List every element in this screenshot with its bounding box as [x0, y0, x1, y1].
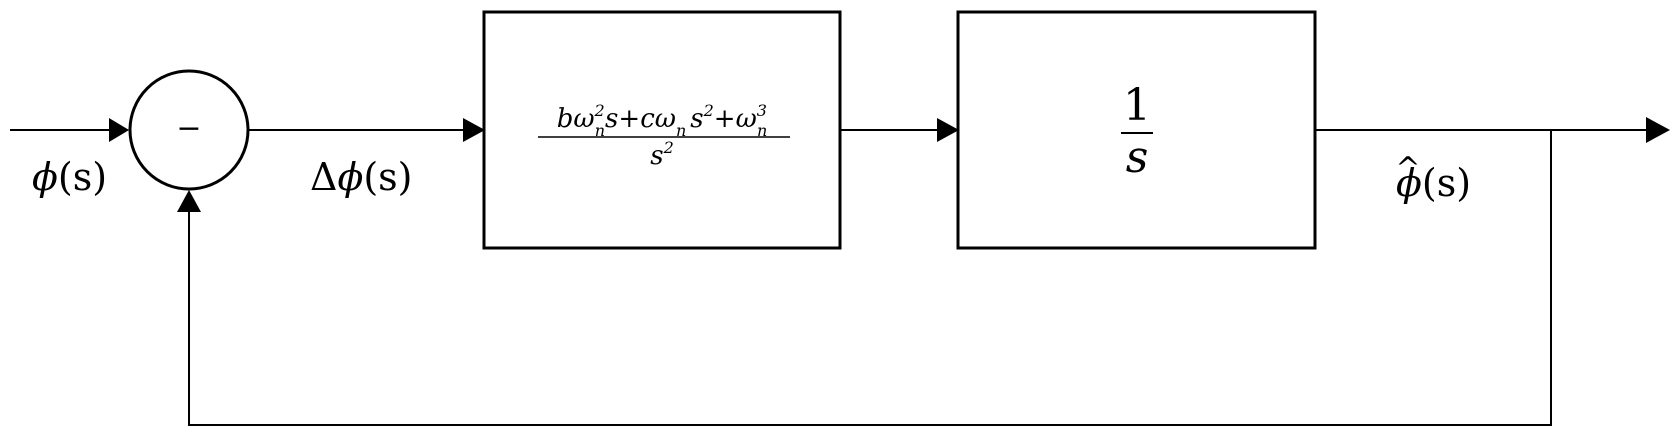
feedback-wire: [188, 130, 1552, 426]
input-label-var: ϕ: [32, 155, 58, 199]
controller-output-arrowhead: [937, 118, 959, 142]
output-arrowhead: [1646, 117, 1670, 143]
input-arrowhead: [109, 118, 129, 142]
integrator-denominator: s: [1126, 132, 1149, 183]
error-label-var: ϕ: [337, 155, 363, 199]
output-label-hat: ^: [1395, 151, 1420, 186]
input-label: ϕ(s): [32, 155, 107, 199]
input-label-args: (s): [58, 155, 107, 199]
summing-junction-sign: −: [176, 111, 201, 146]
error-label-args: (s): [363, 155, 412, 199]
output-label-args: (s): [1422, 161, 1471, 205]
output-label-var: ϕ: [1396, 161, 1422, 205]
controller-denominator: s2: [650, 138, 674, 171]
integrator-block: [956, 10, 1317, 250]
feedback-arrowhead: [177, 190, 201, 212]
error-label: Δϕ(s): [310, 155, 413, 199]
error-label-delta: Δ: [310, 155, 337, 199]
controller-block: [482, 10, 842, 250]
integrator-numerator: 1: [1123, 80, 1151, 131]
error-arrowhead: [463, 118, 485, 142]
output-label: ϕ(s): [1396, 161, 1471, 205]
